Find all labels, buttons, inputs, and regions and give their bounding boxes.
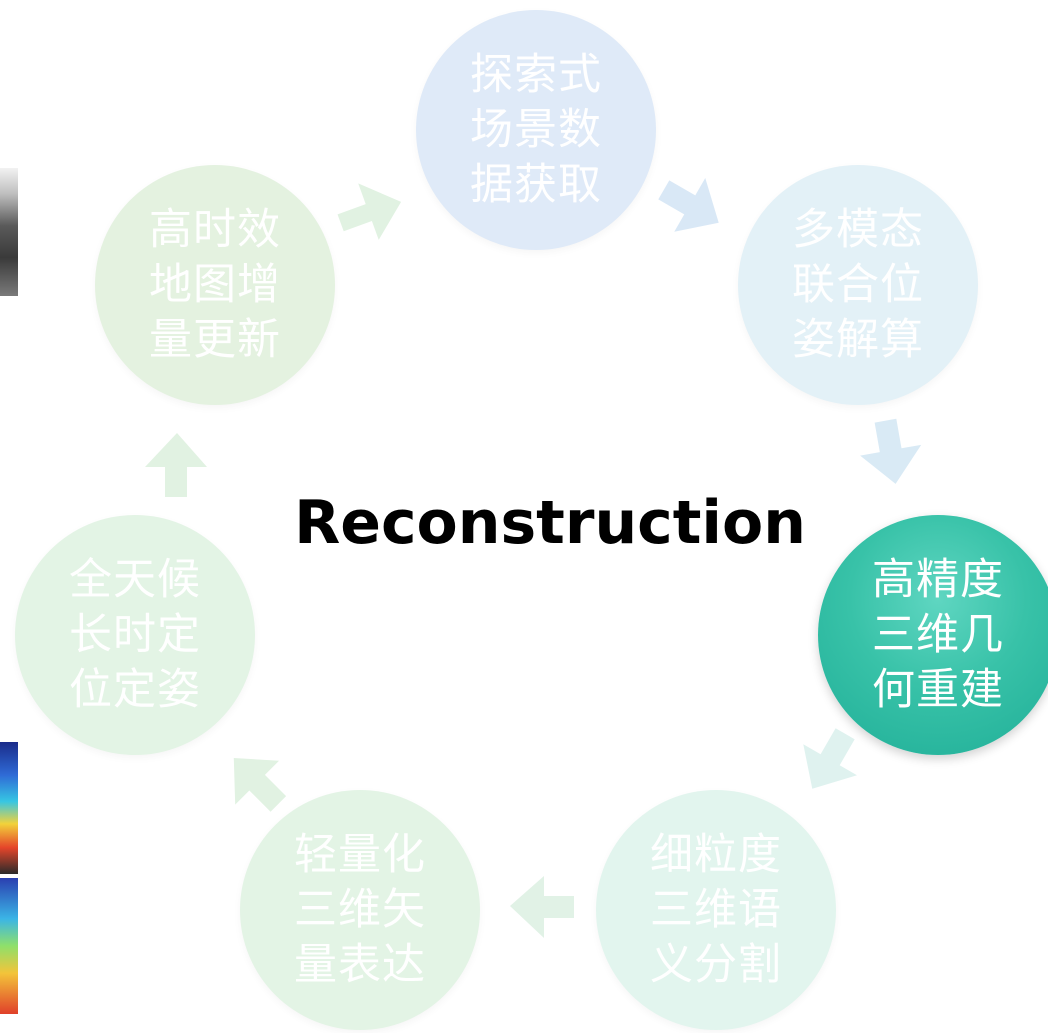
node-label: 全天候长时定位定姿 bbox=[69, 554, 201, 715]
node-map-update: 高时效地图增量更新 bbox=[95, 165, 335, 405]
node-pose-solving: 多模态联合位姿解算 bbox=[738, 165, 978, 405]
node-vector-representation: 轻量化三维矢量表达 bbox=[240, 790, 480, 1030]
arrow-pose-to-geometry bbox=[860, 418, 922, 484]
arrow-acquisition-to-pose bbox=[658, 178, 719, 232]
arrow-vector-to-positioning bbox=[233, 757, 287, 812]
arrow-positioning-to-map-update bbox=[145, 433, 207, 497]
node-data-acquisition: 探索式场景数据获取 bbox=[416, 10, 656, 250]
arrow-geometry-to-segmentation bbox=[803, 728, 857, 789]
node-label: 高精度三维几何重建 bbox=[872, 554, 1004, 715]
node-semantic-segmentation: 细粒度三维语义分割 bbox=[596, 790, 836, 1030]
photo-fragment-colormap-2 bbox=[0, 878, 18, 1014]
node-label: 高时效地图增量更新 bbox=[149, 204, 281, 365]
node-label: 轻量化三维矢量表达 bbox=[294, 829, 426, 990]
arrow-segmentation-to-vector bbox=[510, 876, 574, 938]
node-label: 探索式场景数据获取 bbox=[470, 49, 602, 210]
node-label: 多模态联合位姿解算 bbox=[792, 204, 924, 365]
node-label: 细粒度三维语义分割 bbox=[650, 829, 782, 990]
photo-fragment-top bbox=[0, 168, 18, 296]
photo-fragment-colormap-1 bbox=[0, 742, 18, 874]
node-positioning: 全天候长时定位定姿 bbox=[15, 515, 255, 755]
center-title: Reconstruction bbox=[294, 488, 806, 558]
node-geometry-reconstruction: 高精度三维几何重建 bbox=[818, 515, 1048, 755]
arrow-map-update-to-acquisition bbox=[337, 183, 402, 240]
